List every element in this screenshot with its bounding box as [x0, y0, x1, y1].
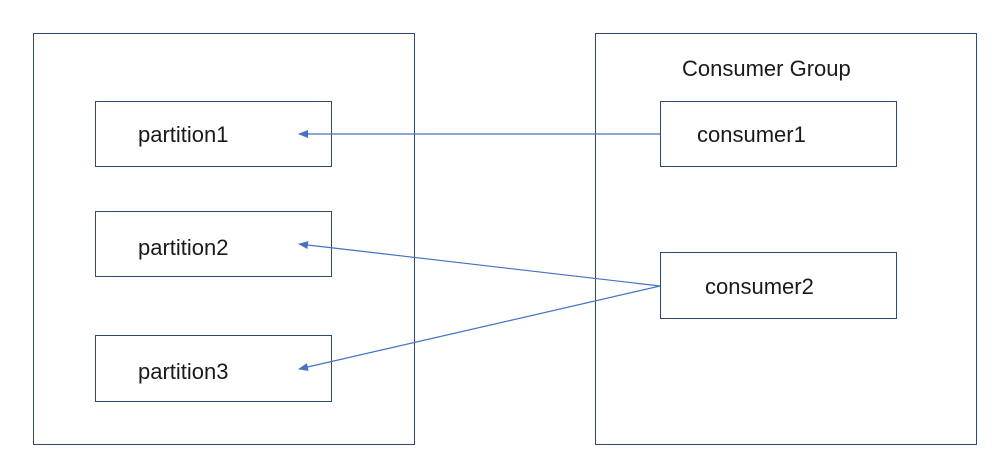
- consumer2-box: consumer2: [660, 252, 897, 319]
- arrow-consumer2-to-partition3: [298, 285, 661, 371]
- partition1-box: partition1: [95, 101, 332, 167]
- partition1-label: partition1: [138, 122, 229, 147]
- consumer1-box: consumer1: [660, 101, 897, 167]
- consumer1-label: consumer1: [697, 122, 806, 147]
- arrow-consumer2-to-partition2: [298, 241, 661, 287]
- partition3-box: partition3: [95, 335, 332, 402]
- consumer-group-title: Consumer Group: [682, 56, 851, 81]
- partition3-label: partition3: [138, 359, 229, 384]
- partition2-label: partition2: [138, 235, 229, 260]
- partition2-box: partition2: [95, 211, 332, 277]
- consumer2-label: consumer2: [705, 274, 814, 299]
